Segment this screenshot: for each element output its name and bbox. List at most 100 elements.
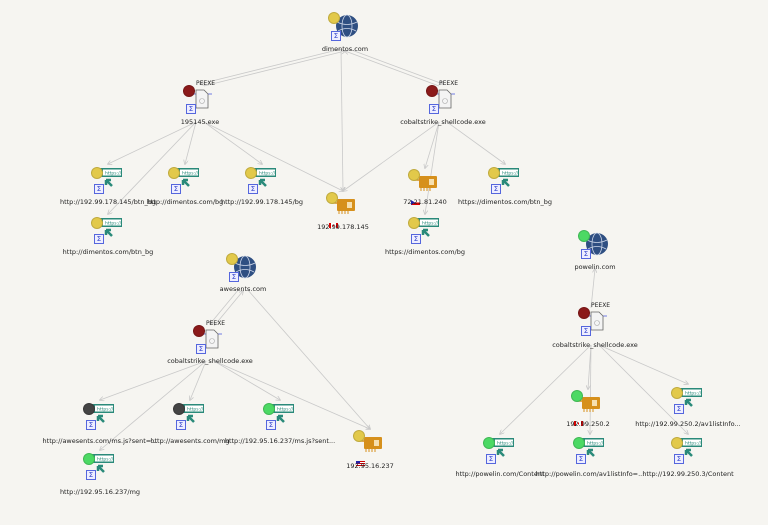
status-dot-icon (168, 167, 180, 179)
sigma-icon: Σ (86, 420, 96, 430)
flag-ca-icon (574, 411, 583, 426)
node-label: awesents.com (219, 285, 267, 293)
status-dot-icon (245, 167, 257, 179)
url-icon: https:// (574, 436, 606, 464)
sigma-icon: Σ (674, 454, 684, 464)
edge-dimentos-ip1 (341, 48, 343, 191)
edge-exe1-ip1 (203, 121, 343, 191)
edge-exe2-dimentos (345, 51, 440, 87)
sigma-icon: Σ (491, 184, 501, 194)
file-icon (194, 326, 226, 354)
node-label: powelin.com (574, 263, 616, 271)
svg-text:https://: https:// (187, 406, 204, 412)
status-dot-icon (571, 390, 583, 402)
status-dot-icon (263, 403, 275, 415)
node-label: http://192.99.178.145/bg (220, 198, 304, 206)
sigma-icon: Σ (429, 104, 439, 114)
edge-dimentos-exe1 (200, 48, 342, 84)
sigma-icon: Σ (171, 184, 181, 194)
domain-icon (579, 231, 611, 259)
status-dot-icon (326, 192, 338, 204)
node-label: cobaltstrike_shellcode.exe (552, 341, 638, 349)
edge-exe4-u11 (598, 344, 688, 384)
edge-exe2-u6 (425, 121, 440, 214)
url-icon: https:// (84, 402, 116, 430)
sigma-icon: Σ (486, 454, 496, 464)
status-dot-icon (83, 403, 95, 415)
edge-exe4-ip4 (588, 344, 592, 389)
sigma-icon: Σ (229, 272, 239, 282)
svg-text:https://: https:// (259, 170, 276, 176)
status-dot-icon (671, 387, 683, 399)
edge-exe1-dimentos (203, 51, 345, 87)
edge-awesents-exe3 (210, 288, 240, 324)
edge-awesents-ip3 (246, 288, 370, 429)
sigma-icon: Σ (576, 454, 586, 464)
sigma-icon: Σ (94, 184, 104, 194)
sigma-icon: Σ (674, 404, 684, 414)
sigma-icon: Σ (331, 31, 341, 41)
edge-exe1-u1 (108, 121, 197, 164)
status-dot-icon (488, 167, 500, 179)
sigma-icon: Σ (186, 104, 196, 114)
file-type-tag: PEEXE (439, 80, 459, 87)
edge-exe1-u2 (185, 121, 197, 164)
svg-text:https://: https:// (497, 440, 514, 446)
status-dot-icon (353, 430, 365, 442)
node-label: 72.21.81.240 (403, 198, 447, 206)
status-dot-icon (91, 217, 103, 229)
flag-cz-icon (411, 190, 420, 205)
ip-icon (409, 170, 441, 198)
svg-text:https://: https:// (277, 406, 294, 412)
node-label: http://awesents.com/mg (150, 437, 230, 445)
node-label: http://powelin.com/Content (455, 470, 545, 478)
sigma-icon: Σ (94, 234, 104, 244)
node-label: http://powelin.com/av1listInfo=... (535, 470, 645, 478)
status-dot-icon (578, 307, 590, 319)
flag-us-icon (356, 451, 365, 466)
node-label: http://awesents.com/ms.js?sent=... (42, 437, 158, 445)
node-label: https://dimentos.com/bg (385, 248, 465, 256)
edge-exe3-awesents (213, 291, 243, 327)
status-dot-icon (183, 85, 195, 97)
node-label: http://192.95.16.237/mg (59, 488, 141, 496)
status-dot-icon (408, 169, 420, 181)
domain-icon (227, 254, 259, 282)
url-icon: https:// (489, 166, 521, 194)
status-dot-icon (426, 85, 438, 97)
svg-text:https://: https:// (105, 220, 122, 226)
file-icon (579, 308, 611, 336)
url-icon: https:// (92, 166, 124, 194)
node-label: https://dimentos.com/btn_bg (457, 198, 553, 206)
sigma-icon: Σ (411, 234, 421, 244)
edge-dimentos-exe2 (348, 48, 443, 84)
edge-exe2-u4 (446, 121, 505, 164)
svg-text:https://: https:// (685, 390, 702, 396)
url-icon: https:// (484, 436, 516, 464)
svg-text:https://: https:// (97, 406, 114, 412)
node-label: cobaltstrike_shellcode.exe (167, 357, 253, 365)
edge-exe3-u8 (190, 360, 207, 400)
edge-exe1-u5 (108, 121, 197, 214)
url-icon: https:// (246, 166, 278, 194)
url-icon: https:// (409, 216, 441, 244)
edge-exe3-u7 (100, 360, 207, 400)
status-dot-icon (83, 453, 95, 465)
svg-text:https://: https:// (422, 220, 439, 226)
file-type-tag: PEEXE (591, 302, 611, 309)
edge-exe2-ip2 (425, 121, 440, 168)
file-type-tag: PEEXE (196, 80, 216, 87)
url-icon: https:// (92, 216, 124, 244)
sigma-icon: Σ (266, 420, 276, 430)
status-dot-icon (578, 230, 590, 242)
edge-exe3-u10 (100, 360, 207, 450)
svg-text:https://: https:// (587, 440, 604, 446)
flag-ca-icon (329, 213, 338, 228)
edge-exe1-u3 (203, 121, 262, 164)
node-label: 192.95.16.237 (346, 462, 394, 470)
node-label: http://dimentos.com/btn_bg (62, 248, 154, 256)
status-dot-icon (173, 403, 185, 415)
url-icon: https:// (84, 452, 116, 480)
domain-icon (329, 13, 361, 41)
